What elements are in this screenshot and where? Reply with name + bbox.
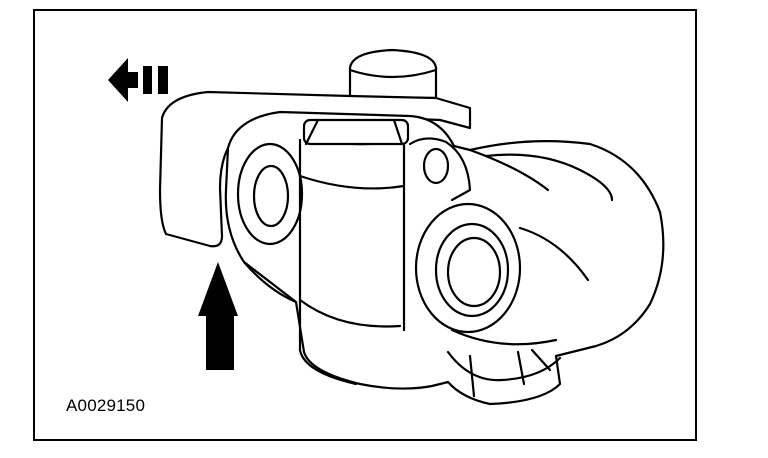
- housing-body: [158, 48, 665, 406]
- arrow-left-icon: [108, 58, 168, 102]
- arrow-up-icon: [198, 262, 238, 370]
- figure-code: A0029150: [66, 396, 146, 415]
